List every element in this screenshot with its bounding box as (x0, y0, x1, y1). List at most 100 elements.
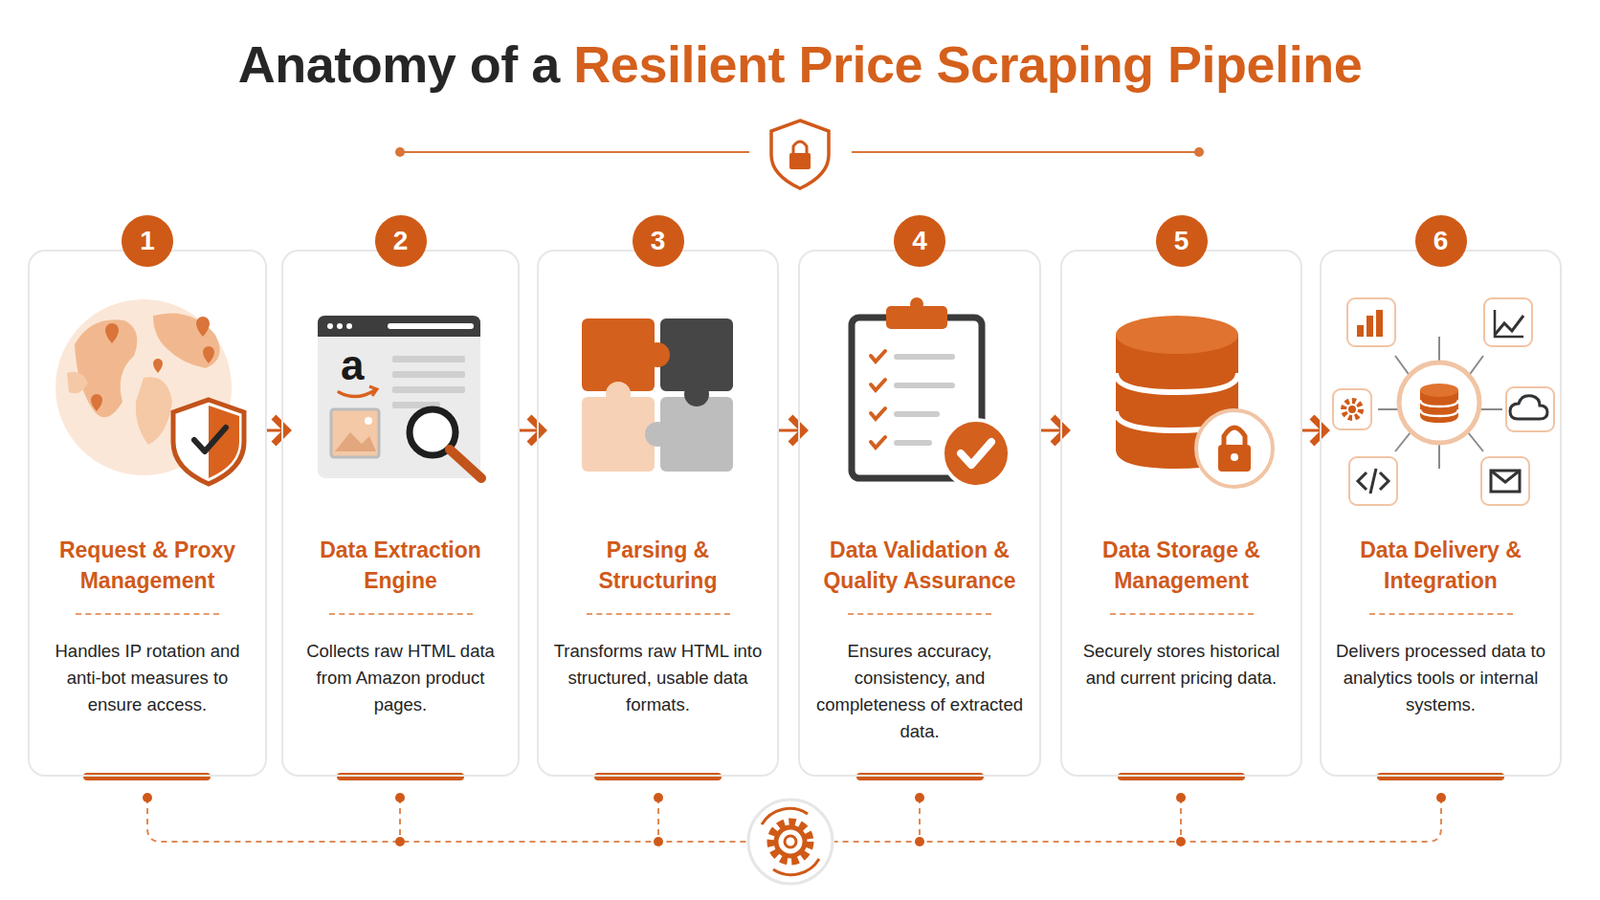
bus-dots-part (142, 793, 153, 803)
distribution-hub-icon-part-part (1438, 336, 1441, 362)
title-rule-part (395, 147, 405, 157)
title-rule-part (771, 120, 829, 189)
title-rule (395, 120, 1204, 189)
step-description: Transforms raw HTML into structured, usa… (548, 638, 768, 719)
step-heading: Data Extraction Engine (290, 534, 511, 597)
title-rule-part (793, 141, 807, 154)
browser-icon-part (392, 355, 466, 409)
distribution-hub-icon-part (1399, 362, 1480, 444)
dashed-divider (75, 613, 220, 616)
clipboard-icon-part (870, 351, 886, 448)
dashed-bus-part (834, 798, 1442, 843)
bus-dots-part (1436, 793, 1446, 803)
flow-chevron (1039, 429, 1063, 433)
database-icon-part (1196, 410, 1273, 488)
clipboard-icon-part (910, 297, 924, 312)
bottom-bars-part (1117, 773, 1245, 781)
gear-hub-part (773, 859, 820, 876)
browser-icon-part-part (392, 355, 466, 363)
gear-hub-part (761, 808, 808, 825)
distribution-hub-icon (1333, 298, 1555, 506)
globe-icon-part (55, 299, 232, 476)
dashed-bus-part (147, 798, 747, 843)
step-description: Delivers processed data to analytics too… (1331, 638, 1551, 719)
distribution-hub-icon-part (1490, 470, 1520, 483)
browser-icon-part (346, 323, 353, 330)
distribution-hub-icon-part-part (1333, 389, 1372, 430)
distribution-hub-icon-part-part (1349, 457, 1398, 506)
browser-icon-part (364, 417, 373, 425)
step-number: 6 (1415, 215, 1467, 267)
bus-dots-part (914, 793, 925, 803)
browser-icon-part (336, 323, 343, 330)
step-number: 1 (121, 215, 174, 267)
database-icon-part (1218, 444, 1251, 472)
puzzle-icon-part (684, 381, 710, 407)
dashed-divider (329, 613, 473, 616)
dashed-bus-part (918, 798, 921, 843)
step-heading: Request & Proxy Management (37, 534, 258, 597)
step-card: 1Request & Proxy ManagementHandles IP ro… (27, 249, 267, 778)
step-description: Securely stores historical and current p… (1071, 638, 1291, 692)
distribution-hub-icon-part (1333, 298, 1555, 506)
step-description: Handles IP rotation and anti-bot measure… (39, 638, 256, 719)
puzzle-icon-part (660, 397, 734, 472)
browser-icon-part (449, 449, 482, 479)
clipboard-icon-part (942, 420, 1010, 488)
distribution-hub-icon-part (1356, 310, 1383, 337)
puzzle-icon-part (644, 342, 670, 368)
clipboard-icon-part-part (870, 437, 886, 448)
puzzle-icon (581, 318, 734, 472)
step-heading: Data Storage & Management (1069, 534, 1293, 597)
clipboard-icon-part-part (893, 411, 940, 418)
browser-icon-part (327, 323, 334, 330)
distribution-hub-icon-part (1357, 468, 1389, 494)
step-description: Ensures accuracy, consistency, and compl… (809, 638, 1030, 746)
step-number: 3 (632, 215, 685, 267)
distribution-hub-icon-part-part (1481, 457, 1530, 506)
step-number: 4 (893, 215, 946, 267)
dashed-bus-part (399, 798, 401, 843)
distribution-hub-icon-part-part (1347, 298, 1396, 347)
bus-dots-part (395, 793, 405, 803)
step-card: 6Data Delivery & IntegrationDelivers pro… (1319, 249, 1562, 778)
title-rule-part (1194, 147, 1204, 157)
dashed-bus-part (1179, 798, 1182, 843)
bottom-bars (83, 773, 1505, 781)
distribution-hub-icon-part (1420, 400, 1459, 417)
clipboard-icon (851, 297, 1010, 488)
distribution-hub-icon-part-part (1377, 408, 1400, 411)
database-icon-part (1115, 315, 1239, 355)
step-card: 4Data Validation & Quality AssuranceEnsu… (798, 249, 1042, 778)
browser-icon-part (317, 315, 481, 479)
globe-icon-part-part (202, 346, 215, 364)
title-rule-part (789, 153, 811, 170)
bus-dots-part (395, 837, 405, 847)
browser-icon-part (331, 409, 379, 458)
title-rule-part (400, 151, 750, 154)
puzzle-icon-part (581, 397, 655, 472)
gear-hub-part (776, 827, 805, 857)
distribution-hub-icon-part (1420, 383, 1459, 398)
globe-icon-part-part (90, 394, 103, 412)
bottom-bars-part (594, 773, 722, 781)
distribution-hub-icon-part (1494, 315, 1524, 335)
bottom-bars-part (1377, 773, 1505, 781)
logo-letter: a (340, 344, 364, 387)
globe-icon-part (74, 319, 137, 418)
distribution-hub-icon-part (1494, 310, 1524, 337)
distribution-hub-icon-part-part (1467, 432, 1484, 452)
distribution-hub-icon-part-part (1356, 325, 1364, 337)
globe-icon-part-part (196, 316, 210, 337)
bottom-bars-part (856, 773, 984, 781)
dashed-divider (1110, 613, 1254, 616)
distribution-hub-icon-part (1377, 336, 1503, 469)
flow-chevron (517, 429, 539, 433)
browser-icon-part (317, 315, 481, 337)
dashed-divider (586, 613, 731, 616)
browser-icon-part-part (392, 386, 466, 394)
step-heading: Data Validation & Quality Assurance (807, 534, 1032, 597)
clipboard-icon-part-part (870, 351, 886, 362)
globe-icon-part-part (105, 323, 119, 344)
